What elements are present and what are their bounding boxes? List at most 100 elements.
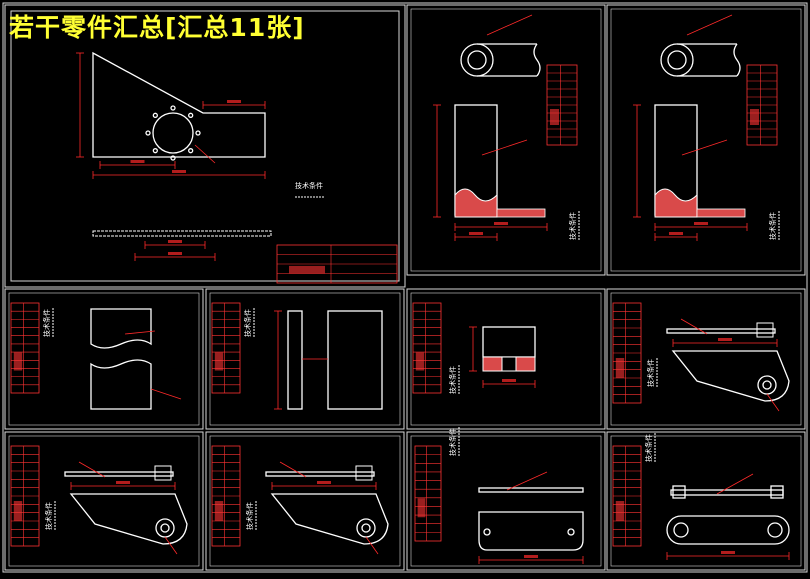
pivot-bore bbox=[160, 523, 170, 533]
sheet-border bbox=[406, 431, 606, 571]
title-block bbox=[10, 302, 40, 394]
leader-line bbox=[680, 318, 708, 335]
pivot-bore bbox=[361, 523, 371, 533]
dimension-value bbox=[718, 338, 732, 341]
ring-inner bbox=[667, 50, 687, 70]
hatched-section bbox=[654, 188, 698, 218]
sheet-inner-border bbox=[8, 435, 200, 567]
technical-notes-heading: 技术条件 bbox=[448, 428, 457, 456]
sheet-inner-border bbox=[8, 292, 200, 426]
title-block-name bbox=[415, 352, 425, 371]
title-block-name bbox=[417, 498, 426, 518]
sheet-inner-border bbox=[209, 292, 401, 426]
hatched-section bbox=[454, 188, 498, 218]
bracket-top-view bbox=[64, 471, 174, 477]
block-top-view bbox=[482, 326, 536, 358]
sheet-3: 技术条件 bbox=[606, 4, 806, 276]
technical-notes-heading: 技术条件 bbox=[42, 309, 51, 337]
bracket-hub bbox=[154, 465, 172, 481]
mount-hole bbox=[483, 528, 491, 536]
sheet-9: 技术条件 bbox=[205, 431, 405, 571]
sheet-7: 技术条件 bbox=[606, 288, 806, 430]
sheet-inner-border bbox=[410, 8, 602, 272]
sheet-border bbox=[606, 4, 806, 276]
sheet-4: 技术条件 bbox=[4, 288, 204, 430]
bar-outline bbox=[477, 43, 537, 77]
dimension-value bbox=[168, 252, 182, 255]
dimension-value bbox=[524, 555, 538, 558]
leader-line bbox=[150, 388, 182, 400]
bolt-hole bbox=[188, 148, 194, 154]
plate-lower bbox=[90, 359, 152, 410]
bolt-hole bbox=[195, 130, 201, 136]
section-strip bbox=[92, 230, 272, 237]
sheet-2: 技术条件 bbox=[406, 4, 606, 276]
bar-outline bbox=[677, 43, 737, 77]
leader-line bbox=[279, 461, 307, 478]
ring-outer bbox=[660, 43, 694, 77]
leader-line bbox=[164, 536, 178, 555]
page-title: 若干零件汇总[汇总11张] bbox=[9, 13, 305, 42]
dimension-value bbox=[721, 551, 735, 554]
sheet-border bbox=[205, 288, 405, 430]
title-block bbox=[211, 302, 241, 394]
link-hole bbox=[767, 522, 783, 538]
title-block-name bbox=[750, 109, 759, 125]
sheet-inner-border bbox=[410, 292, 602, 426]
title-block-name bbox=[214, 501, 224, 521]
plate-top-view bbox=[478, 487, 584, 493]
dimension-value bbox=[694, 222, 708, 225]
sheet-8: 技术条件 bbox=[4, 431, 204, 571]
plate-face-view bbox=[327, 310, 383, 410]
base-strip bbox=[696, 208, 746, 218]
title-block-name bbox=[615, 358, 625, 378]
sheet-inner-border bbox=[209, 435, 401, 567]
ring-inner bbox=[467, 50, 487, 70]
inner-frame bbox=[10, 10, 400, 282]
link-hole bbox=[673, 522, 689, 538]
leader-line bbox=[481, 139, 528, 156]
title-block-name bbox=[13, 501, 23, 521]
title-block-name bbox=[214, 352, 224, 371]
title-block bbox=[412, 302, 442, 394]
title-block-name bbox=[13, 352, 23, 371]
ring-outer bbox=[460, 43, 494, 77]
title-block bbox=[414, 445, 442, 542]
leader-line bbox=[506, 471, 548, 491]
bracket-outline bbox=[270, 493, 389, 545]
bolt-hole bbox=[145, 130, 151, 136]
sheet-inner-border bbox=[610, 292, 802, 426]
bracket-outline bbox=[671, 350, 790, 402]
bracket-top-view bbox=[666, 328, 776, 334]
technical-notes-heading: 技术条件 bbox=[448, 366, 457, 394]
sheet-border bbox=[406, 288, 606, 430]
sheet-border bbox=[4, 288, 204, 430]
plate-outline bbox=[478, 511, 584, 551]
leader-line bbox=[686, 14, 733, 36]
dimension-value bbox=[116, 481, 130, 484]
pivot-hole bbox=[155, 518, 175, 538]
leader-line bbox=[365, 536, 379, 555]
technical-notes-heading: 技术条件 bbox=[768, 212, 777, 240]
sheet-6: 技术条件 bbox=[406, 288, 606, 430]
leader-line bbox=[486, 14, 533, 36]
sheet-border bbox=[606, 288, 806, 430]
bracket-top-view bbox=[265, 471, 375, 477]
dimension-value bbox=[502, 379, 516, 382]
pivot-hole bbox=[356, 518, 376, 538]
link-boss bbox=[672, 485, 686, 499]
bracket-hub bbox=[756, 322, 774, 338]
sheet-inner-border bbox=[610, 435, 802, 567]
bracket-hub bbox=[355, 465, 373, 481]
title-block-name bbox=[550, 109, 559, 125]
break-line bbox=[533, 43, 541, 77]
bolt-circle bbox=[152, 112, 194, 154]
sheet-inner-border bbox=[410, 435, 602, 567]
sheet-border bbox=[4, 431, 204, 571]
technical-notes-heading: 技术条件 bbox=[568, 212, 577, 240]
bolt-hole bbox=[170, 105, 176, 111]
leader-line bbox=[681, 139, 728, 156]
pivot-bore bbox=[762, 380, 772, 390]
